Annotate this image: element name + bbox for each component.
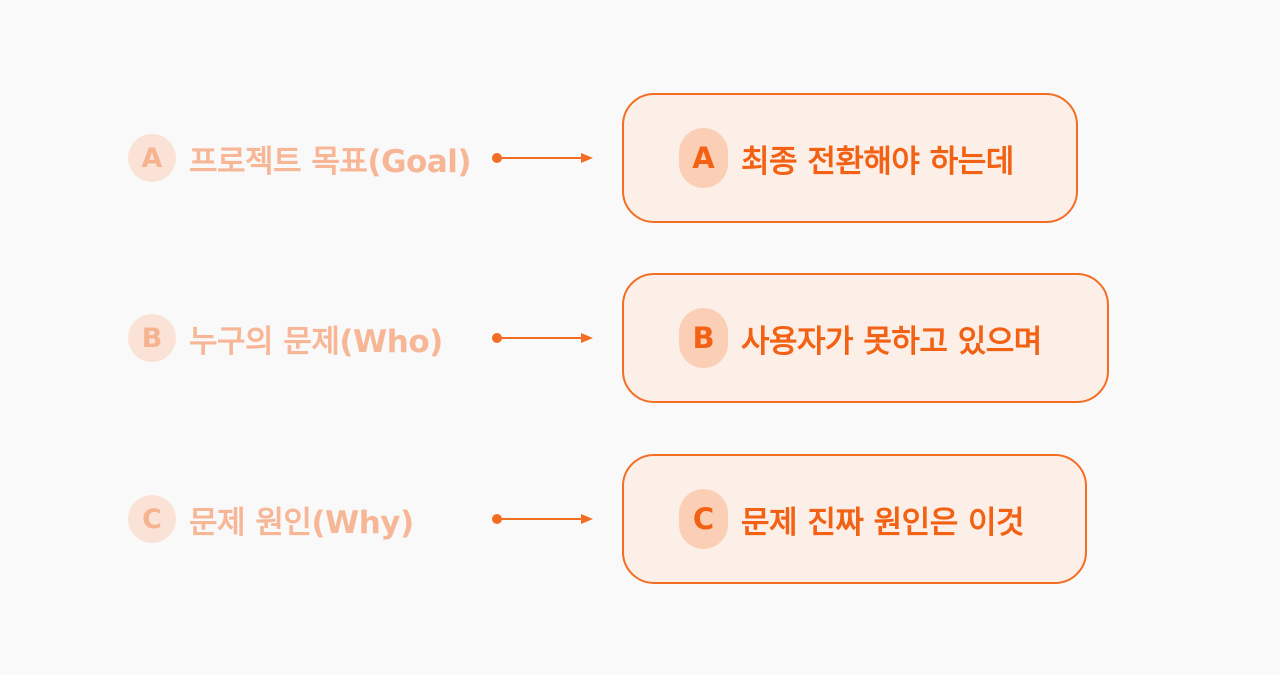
answer-badge: C (679, 489, 728, 549)
left-badge: B (128, 314, 176, 362)
answer-label: 최종 전환해야 하는데 (741, 143, 1014, 180)
answer-badge: B (679, 308, 728, 368)
answer-box-why: C 문제 진짜 원인은 이것 (622, 454, 1087, 584)
left-label: 문제 원인(Why) (189, 504, 414, 541)
left-badge: A (128, 134, 176, 182)
diagram-row-who: B 누구의 문제(Who) B 사용자가 못하고 있으며 (0, 273, 1280, 403)
left-item-goal: A 프로젝트 목표(Goal) (128, 134, 472, 182)
answer-badge: A (679, 128, 728, 188)
diagram-row-why: C 문제 원인(Why) C 문제 진짜 원인은 이것 (0, 454, 1280, 584)
left-item-why: C 문제 원인(Why) (128, 495, 414, 543)
left-item-who: B 누구의 문제(Who) (128, 314, 443, 362)
diagram-row-goal: A 프로젝트 목표(Goal) A 최종 전환해야 하는데 (0, 93, 1280, 223)
answer-label: 문제 진짜 원인은 이것 (741, 504, 1025, 541)
answer-label: 사용자가 못하고 있으며 (741, 323, 1042, 360)
arrow-right-icon (492, 514, 593, 524)
left-badge: C (128, 495, 176, 543)
answer-box-who: B 사용자가 못하고 있으며 (622, 273, 1109, 403)
left-label: 누구의 문제(Who) (189, 323, 443, 360)
arrow-right-icon (492, 333, 593, 343)
answer-box-goal: A 최종 전환해야 하는데 (622, 93, 1078, 223)
arrow-right-icon (492, 153, 593, 163)
left-label: 프로젝트 목표(Goal) (189, 143, 472, 180)
